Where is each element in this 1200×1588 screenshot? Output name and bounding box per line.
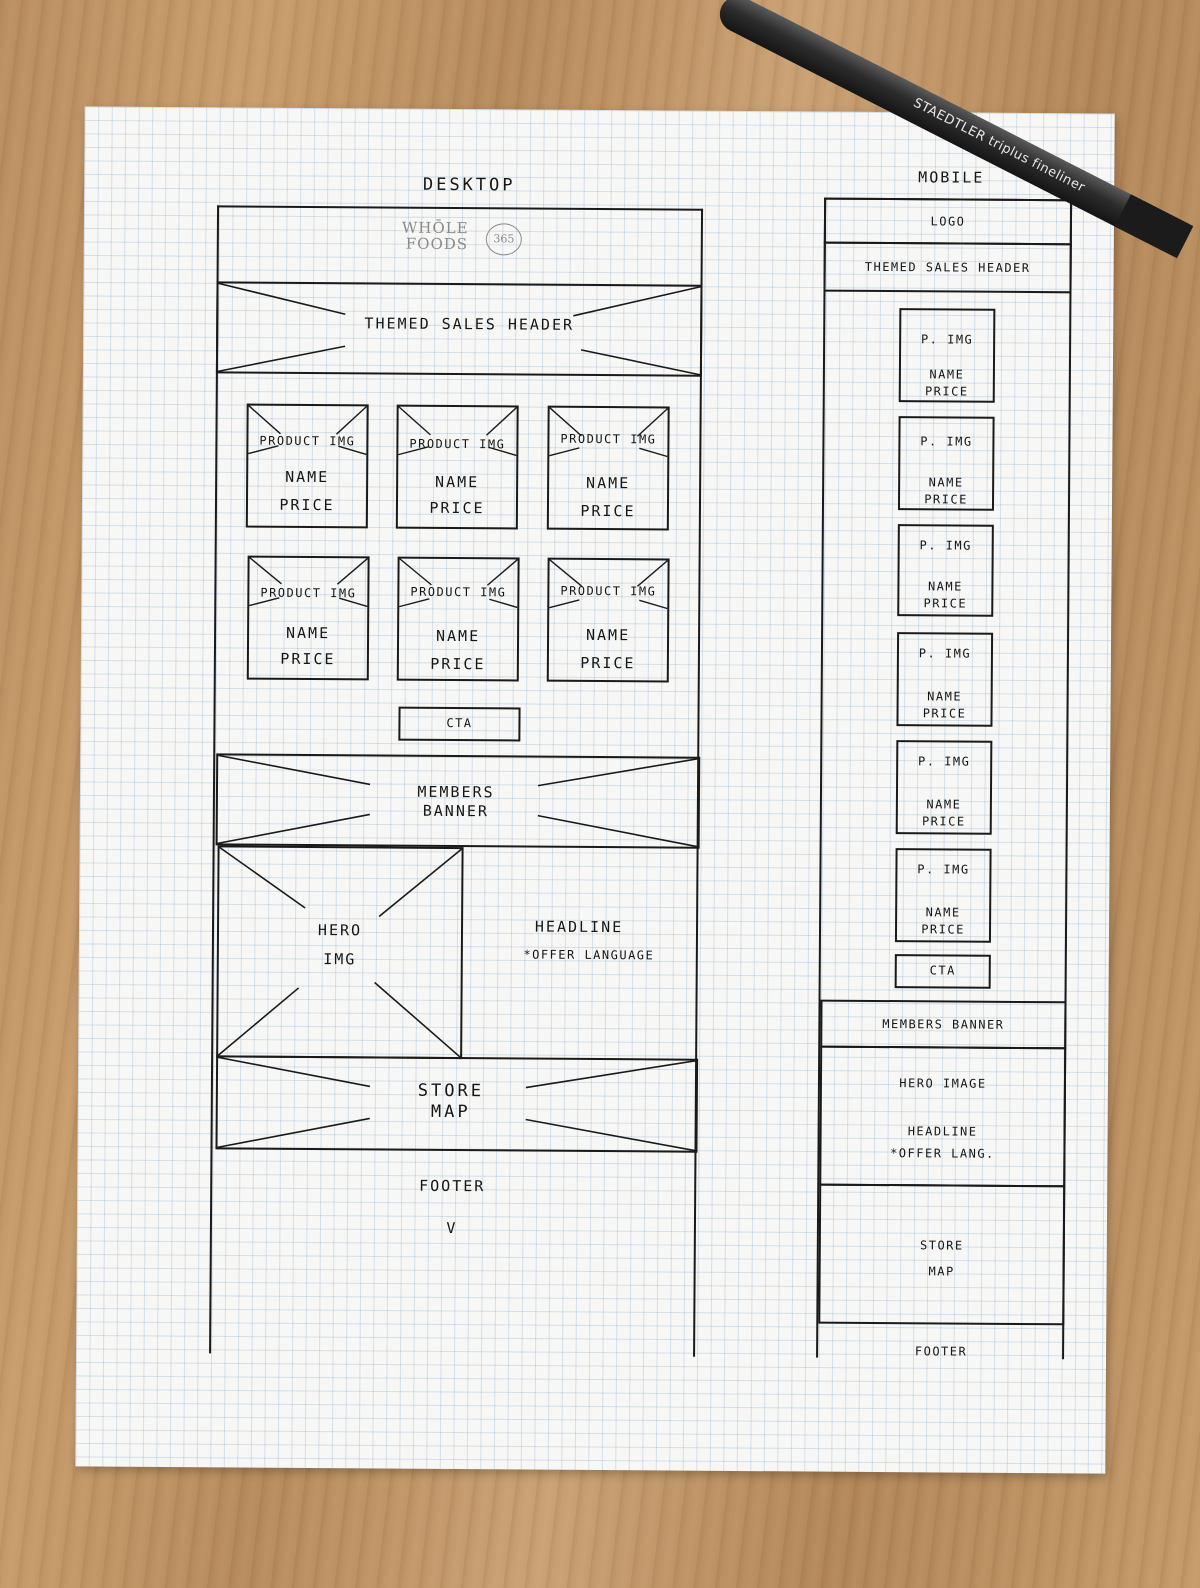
mobile-product-name: NAME xyxy=(929,367,965,382)
mobile-product-name-price: NAME PRICE xyxy=(897,578,993,612)
mobile-product-name-price: NAME PRICE xyxy=(895,904,991,938)
mobile-product-price: PRICE xyxy=(924,492,968,507)
desktop-hero-img-label: HERO IMG xyxy=(285,916,395,974)
mobile-headline: HEADLINE xyxy=(907,1124,978,1139)
mobile-product-name: NAME xyxy=(925,905,961,920)
mobile-product-name-price: NAME PRICE xyxy=(898,474,994,508)
members-banner-line-2: BANNER xyxy=(422,801,490,821)
product-img-label: PRODUCT IMG xyxy=(560,583,657,599)
mobile-product-name-price: NAME PRICE xyxy=(896,688,992,722)
mobile-store-map-line-2: MAP xyxy=(928,1264,955,1279)
mobile-hero-label: HERO IMAGE xyxy=(899,1076,987,1091)
mobile-product-price: PRICE xyxy=(923,596,968,611)
product-name: NAME xyxy=(586,473,631,493)
desktop-members-banner-label: MEMBERS BANNER xyxy=(376,782,536,821)
mobile-store-map-label: STORE MAP xyxy=(819,1232,1065,1286)
hero-line-1: HERO xyxy=(317,921,363,940)
product-img-label: PRODUCT IMG xyxy=(409,436,506,452)
mobile-cta-label: CTA xyxy=(929,963,956,978)
mobile-product-price: PRICE xyxy=(921,922,965,937)
mobile-product-img-label: P. IMG xyxy=(920,332,974,347)
desktop-title: DESKTOP xyxy=(422,174,516,196)
desktop-offer-language: *OFFER LANGUAGE xyxy=(523,947,655,963)
mobile-product-img-label: P. IMG xyxy=(917,862,970,877)
mobile-product-name: NAME xyxy=(927,689,963,704)
mobile-product-price: PRICE xyxy=(921,814,966,829)
product-price: PRICE xyxy=(429,498,485,518)
logo-365-badge: 365 xyxy=(485,223,522,256)
desktop-cta-label: CTA xyxy=(446,715,473,731)
product-price: PRICE xyxy=(580,653,636,673)
mobile-product-name: NAME xyxy=(928,475,964,490)
product-price: PRICE xyxy=(580,501,636,521)
desktop-store-map-label: STORE MAP xyxy=(378,1080,524,1124)
whole-foods-logo: WHŌLE FOODS xyxy=(402,219,469,253)
mobile-logo-label: LOGO xyxy=(930,214,966,229)
store-map-line-1: STORE xyxy=(417,1080,485,1102)
product-name: NAME xyxy=(285,623,331,643)
mobile-product-name: NAME xyxy=(926,797,962,812)
mobile-store-map-line-1: STORE xyxy=(919,1238,964,1253)
mobile-sales-header-label: THEMED SALES HEADER xyxy=(864,259,1031,276)
product-price: PRICE xyxy=(430,654,486,674)
desktop-headline: HEADLINE xyxy=(534,917,624,937)
mobile-product-name-price: NAME PRICE xyxy=(896,796,992,830)
mobile-product-img-label: P. IMG xyxy=(920,434,973,449)
product-price: PRICE xyxy=(279,495,335,515)
mobile-product-img-label: P. IMG xyxy=(919,538,972,553)
product-name: NAME xyxy=(435,472,480,492)
desktop-footer-label: FOOTER xyxy=(419,1176,486,1196)
product-name: NAME xyxy=(435,626,481,646)
mobile-product-price: PRICE xyxy=(924,384,969,399)
product-img-label: PRODUCT IMG xyxy=(560,431,657,447)
product-name: NAME xyxy=(285,467,330,487)
mobile-title: MOBILE xyxy=(918,168,985,187)
product-img-label: PRODUCT IMG xyxy=(260,585,357,601)
mobile-product-name: NAME xyxy=(927,579,963,594)
mobile-product-name-price: NAME PRICE xyxy=(899,366,995,400)
product-img-label: PRODUCT IMG xyxy=(259,433,356,449)
product-name: NAME xyxy=(585,625,631,645)
mobile-product-img-label: P. IMG xyxy=(918,646,972,661)
mobile-hero-box xyxy=(819,1045,1067,1188)
desktop-sales-header-label: THEMED SALES HEADER xyxy=(364,314,575,334)
graph-paper-sheet: DESKTOP WHŌLE FOODS 365 THEMED SALES HEA… xyxy=(75,106,1115,1474)
mobile-product-price: PRICE xyxy=(922,706,967,721)
logo-line-2: FOODS xyxy=(405,234,469,253)
store-map-line-2: MAP xyxy=(430,1102,471,1123)
product-price: PRICE xyxy=(280,649,336,669)
mobile-product-img-label: P. IMG xyxy=(917,754,971,769)
mobile-members-banner-label: MEMBERS BANNER xyxy=(882,1017,1005,1032)
product-img-label: PRODUCT IMG xyxy=(410,584,507,600)
footer-chevron-down-icon: v xyxy=(446,1218,458,1238)
members-banner-line-1: MEMBERS xyxy=(417,782,495,802)
mobile-offer-language: *OFFER LANG. xyxy=(890,1146,995,1161)
hero-line-2: IMG xyxy=(323,949,357,968)
mobile-footer-label: FOOTER xyxy=(914,1344,968,1359)
